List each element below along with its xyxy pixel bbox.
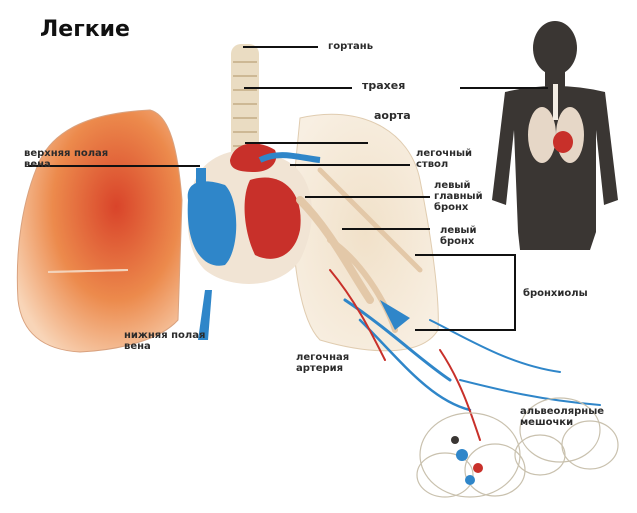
- label-superior-vena-cava: верхняя полая вена: [24, 148, 108, 170]
- label-lobar-bronchus: левый бронх: [440, 225, 476, 247]
- label-pulmonary-artery: легочная артерия: [296, 352, 349, 374]
- title-text: Легкие: [40, 17, 130, 42]
- right-lung: [17, 110, 182, 352]
- human-silhouette: [492, 21, 618, 250]
- label-larynx: гортань: [328, 41, 373, 52]
- label-bronchioles: бронхиолы: [523, 288, 588, 299]
- label-aorta: аорта: [374, 110, 411, 121]
- heart: [188, 143, 320, 340]
- label-left-main-bronchus: левый главный бронх: [434, 180, 483, 213]
- label-alveolar-sacs: альвеолярные мешочки: [520, 406, 604, 428]
- label-inferior-vena-cava: нижняя полая вена: [124, 330, 205, 352]
- label-pulmonary-trunk: легочный ствол: [416, 148, 472, 170]
- label-trachea: трахея: [362, 80, 405, 91]
